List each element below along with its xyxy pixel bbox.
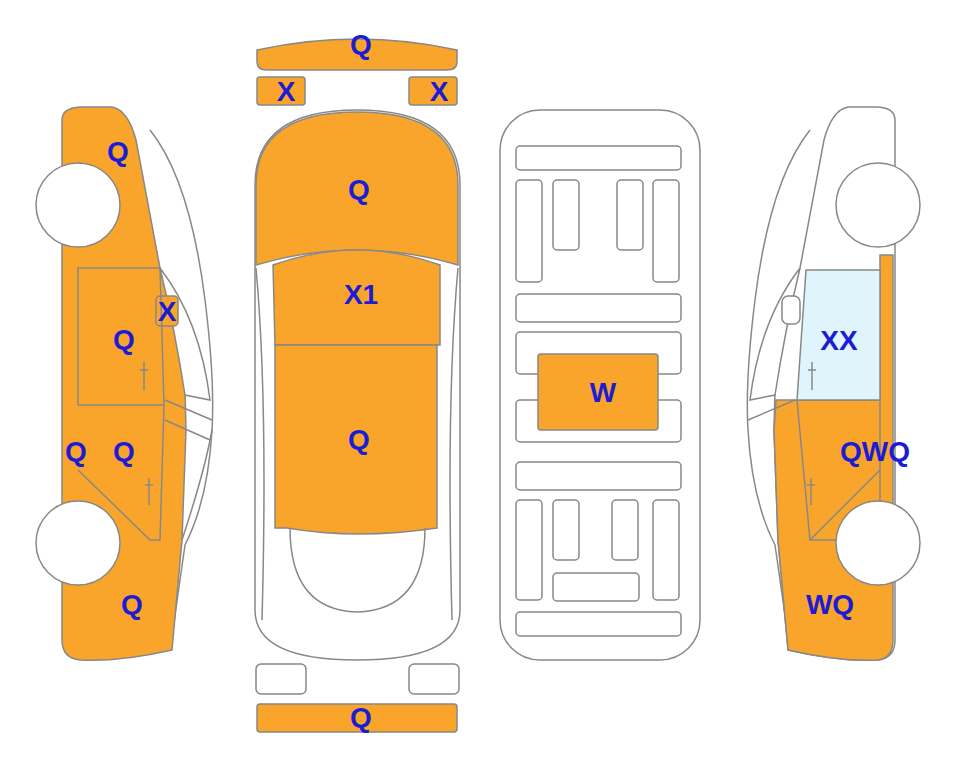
- damage-code: Q: [348, 176, 370, 204]
- damage-code: X: [277, 78, 296, 106]
- damage-code: QWQ: [840, 438, 910, 466]
- damage-code: X: [158, 298, 177, 326]
- damage-code: Q: [113, 438, 135, 466]
- damage-code: Q: [107, 138, 129, 166]
- damage-code: WQ: [806, 591, 854, 619]
- damage-code: Q: [113, 326, 135, 354]
- damage-code: XX: [820, 327, 857, 355]
- damage-code: X1: [344, 281, 378, 309]
- damage-code: Q: [350, 31, 372, 59]
- damage-code: X: [430, 78, 449, 106]
- damage-code: Q: [121, 591, 143, 619]
- damage-code: Q: [350, 704, 372, 732]
- damage-code: Q: [65, 438, 87, 466]
- damage-code: W: [590, 379, 616, 407]
- damage-code: Q: [348, 426, 370, 454]
